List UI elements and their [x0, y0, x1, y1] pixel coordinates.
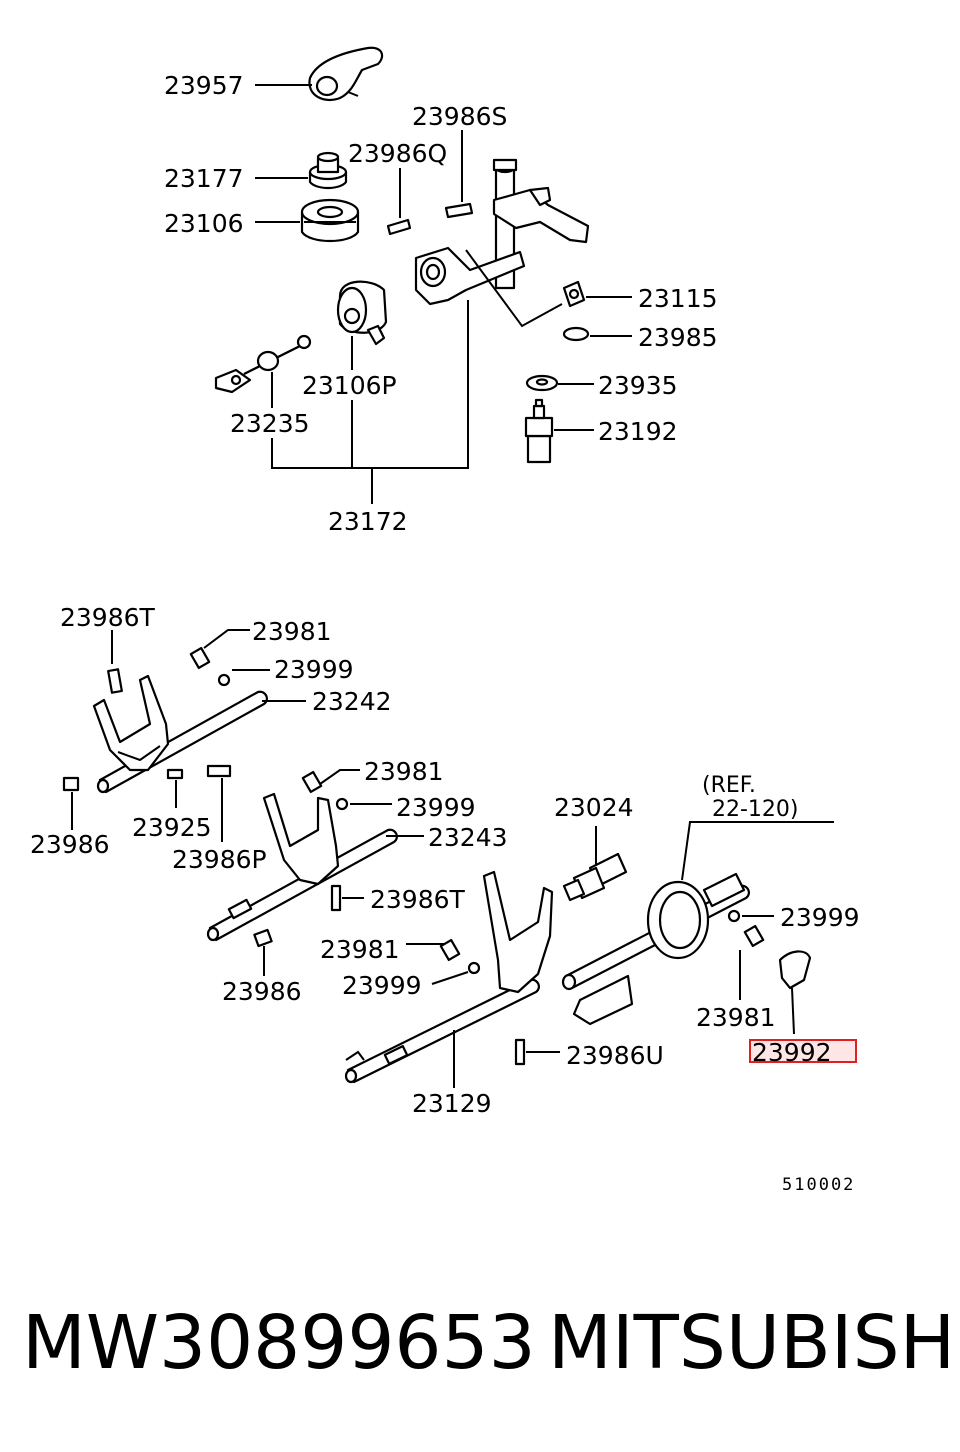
- part-number: MW30899653: [22, 1300, 536, 1386]
- part-23999-ball-c: [727, 909, 741, 923]
- part-23985-ring: [562, 326, 590, 342]
- leader-23981-a: [203, 629, 250, 649]
- part-23957-clip: [308, 46, 384, 102]
- part-23986-pin-b: [253, 928, 273, 948]
- part-23115-block: [562, 280, 586, 308]
- part-bracket: [414, 246, 526, 306]
- label-23985: 23985: [638, 323, 718, 352]
- label-23999-d: 23999: [342, 971, 422, 1000]
- part-23243-shift-rail: [206, 792, 398, 942]
- brand-name: MITSUBISHI: [548, 1300, 960, 1386]
- label-23024: 23024: [554, 793, 634, 822]
- part-23986S-pin: [444, 202, 474, 219]
- label-23981-c: 23981: [696, 1003, 776, 1032]
- label-23981-d: 23981: [320, 935, 400, 964]
- label-23986U: 23986U: [566, 1041, 664, 1070]
- part-gear-shaft: [561, 872, 750, 1026]
- label-23999-b: 23999: [396, 793, 476, 822]
- label-23243: 23243: [428, 823, 508, 852]
- highlight-box-23992: [749, 1039, 857, 1063]
- label-23106P: 23106P: [302, 371, 397, 400]
- label-23999-a: 23999: [274, 655, 354, 684]
- leader-23999-d: [431, 971, 469, 985]
- label-23129: 23129: [412, 1089, 492, 1118]
- part-23986T-pin-a: [107, 668, 123, 694]
- part-23129-shift-rail: [344, 870, 554, 1084]
- part-23106P-bushing: [336, 280, 388, 346]
- part-23999-ball-b: [335, 797, 349, 811]
- label-23115: 23115: [638, 284, 718, 313]
- footer-caption: MW30899653 MITSUBISHI: [22, 1300, 960, 1390]
- label-23986T-a: 23986T: [60, 603, 156, 632]
- label-23106: 23106: [164, 209, 244, 238]
- leader-23981-b: [319, 769, 360, 785]
- label-23235: 23235: [230, 409, 310, 438]
- leader-23172: [271, 300, 469, 504]
- leader-ref: [681, 821, 834, 881]
- label-23177: 23177: [164, 164, 244, 193]
- part-23242-shift-rail: [92, 674, 268, 794]
- diagram-code: 510002: [782, 1175, 855, 1195]
- label-23957: 23957: [164, 71, 244, 100]
- part-23935-washer: [525, 374, 559, 392]
- part-23981-spring-d: [439, 938, 461, 962]
- part-23024-speed-sensor: [562, 852, 628, 902]
- label-23986P: 23986P: [172, 845, 267, 874]
- label-23986-a: 23986: [30, 830, 110, 859]
- label-23986T-b: 23986T: [370, 885, 466, 914]
- part-23986Q-pin: [386, 218, 412, 236]
- part-23999-ball-d: [467, 961, 481, 975]
- leader-23115-b: [465, 249, 563, 328]
- part-23981-spring-c: [743, 924, 765, 948]
- part-23981-spring-a: [189, 646, 211, 670]
- label-23981-b: 23981: [364, 757, 444, 786]
- label-ref-line1: (REF.: [702, 773, 756, 798]
- label-23242: 23242: [312, 687, 392, 716]
- part-23106-grommet: [300, 198, 360, 242]
- label-23999-c: 23999: [780, 903, 860, 932]
- part-23986T-pin-b: [330, 884, 342, 912]
- part-23925-pin: [166, 768, 184, 780]
- part-23999-ball-a: [217, 673, 231, 687]
- label-23986-b: 23986: [222, 977, 302, 1006]
- leader-23992: [791, 987, 795, 1035]
- label-23986S: 23986S: [412, 102, 507, 131]
- part-23986P-pin: [206, 764, 232, 778]
- label-23925: 23925: [132, 813, 212, 842]
- part-23192-switch: [524, 398, 554, 464]
- part-23981-spring-b: [301, 770, 323, 794]
- label-23172: 23172: [328, 507, 408, 536]
- label-23192: 23192: [598, 417, 678, 446]
- part-23177-bushing: [308, 151, 348, 190]
- part-23986U-pin: [514, 1038, 526, 1066]
- part-23992-stopper: [778, 950, 812, 990]
- label-23935: 23935: [598, 371, 678, 400]
- part-23986-pin-a: [62, 776, 80, 792]
- label-23981-a: 23981: [252, 617, 332, 646]
- label-23986Q: 23986Q: [348, 139, 447, 168]
- label-ref-line2: 22-120): [712, 797, 799, 822]
- part-23235-linkage: [214, 334, 312, 394]
- label-23992: 23992: [752, 1038, 832, 1067]
